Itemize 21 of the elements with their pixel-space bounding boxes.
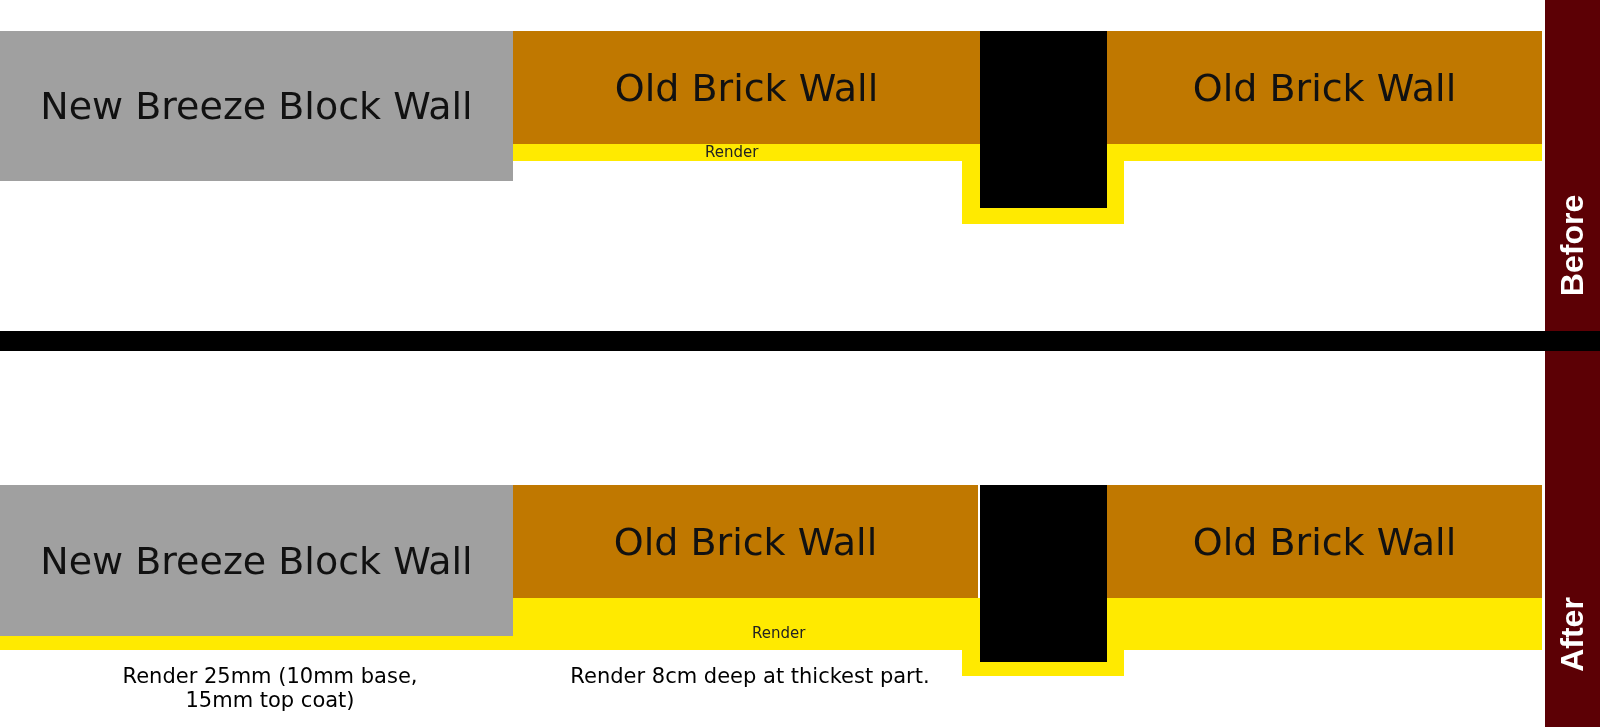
brick-wall — [513, 485, 978, 598]
render-label: Render — [705, 144, 759, 161]
side-band — [1545, 0, 1600, 331]
breeze-block-wall — [0, 485, 513, 636]
brick-wall — [1107, 485, 1542, 598]
wall-label: Old Brick Wall — [1192, 519, 1457, 564]
dimension-note: Render 25mm (10mm base, 15mm top coat) — [121, 664, 419, 712]
dimension-note: Render 8cm deep at thickest part. — [569, 664, 931, 688]
wall-label: Old Brick Wall — [614, 65, 879, 110]
breeze-block-wall — [0, 31, 513, 181]
side-band — [1545, 351, 1600, 727]
section-label: After — [1554, 596, 1591, 672]
wall-label: Old Brick Wall — [1192, 65, 1457, 110]
wall-label: Old Brick Wall — [613, 519, 878, 564]
divider-bar — [0, 331, 1600, 351]
render-label: Render — [752, 625, 806, 642]
brick-wall — [513, 31, 980, 144]
section-label: Before — [1554, 194, 1591, 297]
wall-label: New Breeze Block Wall — [40, 538, 473, 583]
wall-label: New Breeze Block Wall — [40, 84, 473, 128]
brick-wall — [1107, 31, 1542, 144]
